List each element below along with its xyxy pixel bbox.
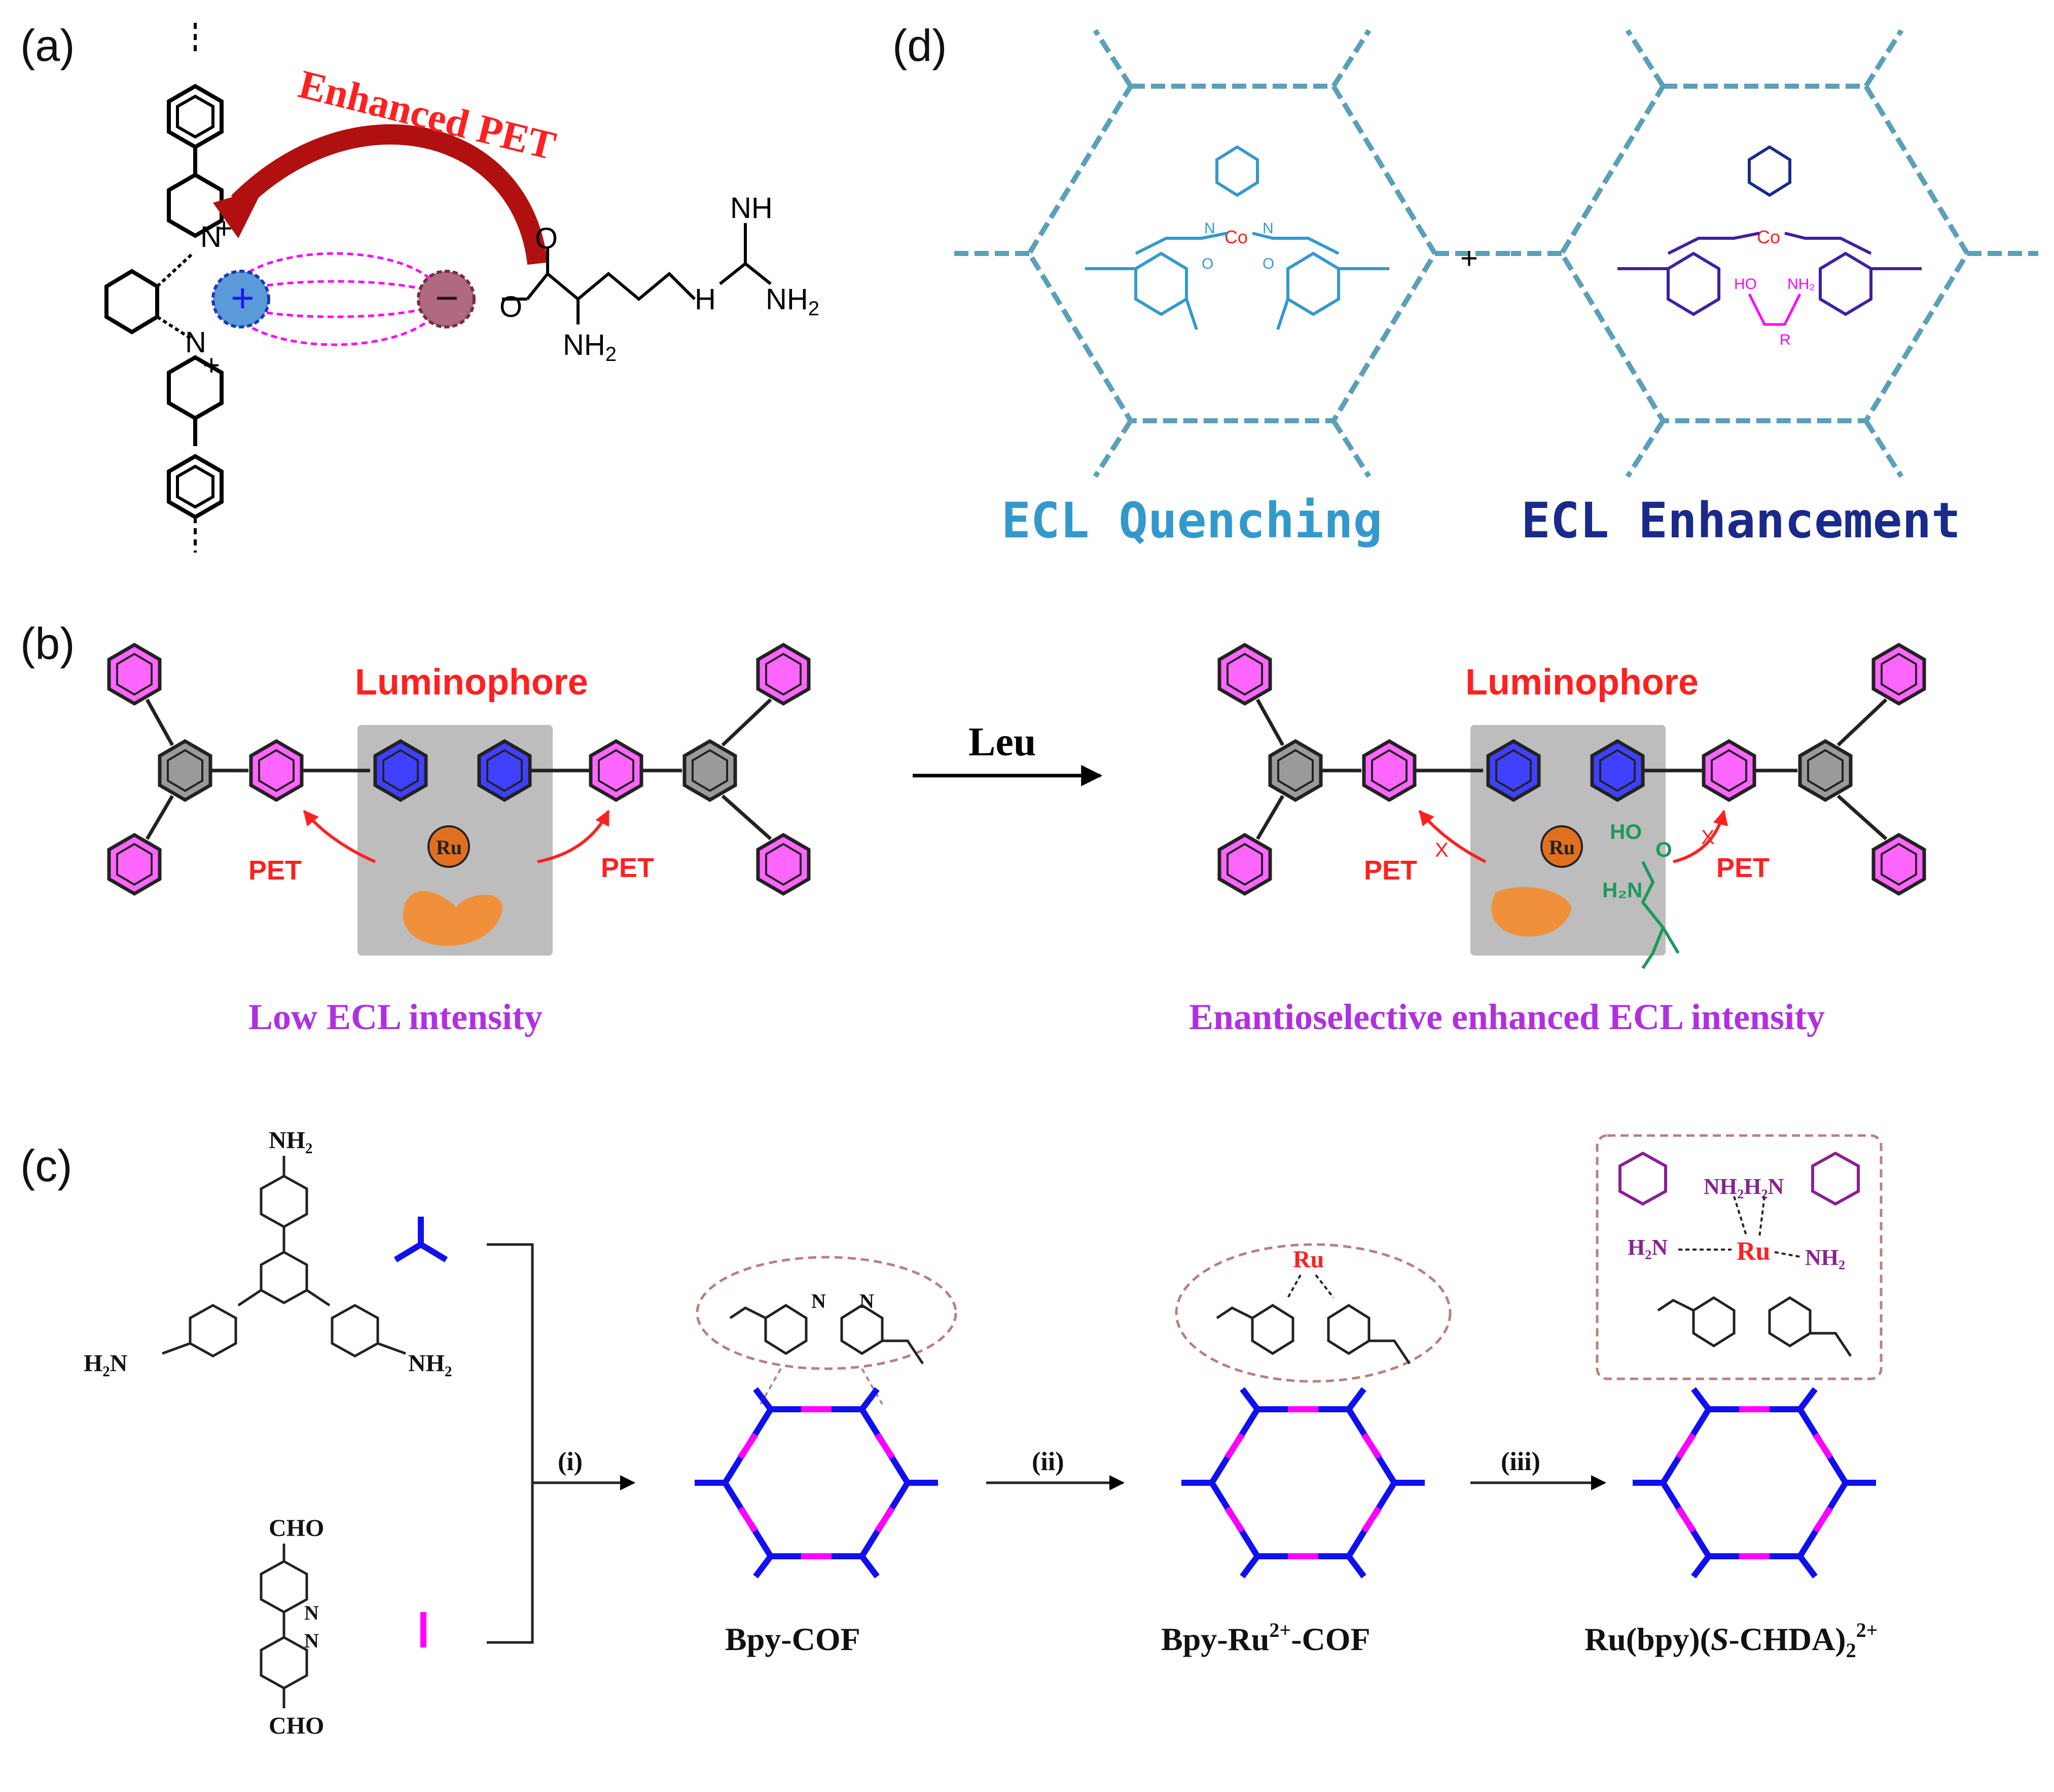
caption-low-ecl: Low ECL intensity xyxy=(248,997,543,1037)
pet-label-right-1: PET xyxy=(1364,855,1417,886)
amino-alcohol-r: R xyxy=(1780,332,1791,348)
pyridinium-n-top: N xyxy=(200,221,222,253)
framework-right: Ru X X PET PET HO O H₂N Luminophore xyxy=(1219,645,1924,969)
positive-charge: + xyxy=(231,275,255,320)
ru-bpy-chda: NH₂H₂N H₂N NH₂ Ru Ru(bpy)(S-C xyxy=(1584,1134,1883,1662)
panel-b-label: (b) xyxy=(20,618,75,669)
carbonyl-o: O xyxy=(535,222,558,255)
amine-top: NH₂ xyxy=(269,1127,312,1154)
chda-h2n: H₂N xyxy=(1628,1235,1668,1260)
cof-hexagon-right: Co HO NH₂ R xyxy=(1511,29,2038,478)
product-ru-bpy-chda: Ru(bpy)(S-CHDA)22+ xyxy=(1584,1619,1878,1662)
cho-bottom: CHO xyxy=(269,1712,324,1739)
step-i: (i) xyxy=(558,1447,583,1476)
cho-top: CHO xyxy=(269,1515,324,1542)
panel-c-label: (c) xyxy=(20,1141,73,1191)
luminophore-label-right: Luminophore xyxy=(1465,662,1699,703)
leu-ho: HO xyxy=(1610,820,1642,844)
ecl-enhancement-caption: ECL Enhancement xyxy=(1521,492,1961,549)
plus-sign: + xyxy=(1460,241,1478,275)
pyridinium-n-bottom: N xyxy=(185,326,206,359)
pet-label-left-1: PET xyxy=(248,855,302,886)
ru-label-c2: Ru xyxy=(1293,1246,1324,1273)
ru-center-right: Ru xyxy=(1549,836,1575,859)
bpy-cof: N N Bpy-COF xyxy=(695,1256,957,1657)
panel-d-label: (d) xyxy=(892,20,947,70)
panel-b: (b) Ru PET xyxy=(20,618,1924,1037)
ru-center-left: Ru xyxy=(436,836,462,859)
leu-h2n: H₂N xyxy=(1602,878,1642,902)
step-ii: (ii) xyxy=(1032,1447,1064,1476)
framework-left: Ru PET PET Luminophore xyxy=(109,645,809,956)
panel-d: (d) Co O O N N + xyxy=(892,20,2038,549)
ecl-quenching-caption: ECL Quenching xyxy=(1001,492,1382,549)
amine-left: H₂N xyxy=(84,1350,128,1377)
amine-right: NH₂ xyxy=(408,1350,452,1377)
pet-label-right-2: PET xyxy=(1716,853,1770,883)
leu-o: O xyxy=(1655,837,1672,861)
bipyridine-dialdehyde: CHO N N CHO xyxy=(260,1515,324,1739)
amino-alcohol-nh2: NH₂ xyxy=(1787,276,1815,292)
guanidine-nh2: NH2 xyxy=(766,283,819,320)
plus-bottom: + xyxy=(203,349,220,382)
amine-nh2: NH2 xyxy=(563,328,617,365)
bpy-n-a: N xyxy=(811,1290,826,1312)
product-bpy-ru-cof: Bpy-Ru2+-COF xyxy=(1161,1619,1371,1657)
product-bpy-cof: Bpy-COF xyxy=(725,1621,860,1657)
guanidine-nh: H xyxy=(695,283,716,316)
panel-c: (c) NH₂ H₂N NH₂ CHO N xyxy=(20,1127,1883,1739)
bpy-n-bottom: N xyxy=(304,1629,319,1652)
salen-n-right: N xyxy=(1263,220,1274,237)
luminophore-label-left: Luminophore xyxy=(355,662,588,703)
ru-label-c3: Ru xyxy=(1737,1237,1770,1266)
guanidine-nh-top: NH xyxy=(730,192,773,225)
blocked-pet-x-right: X xyxy=(1701,826,1715,849)
caption-enhanced-ecl: Enantioselective enhanced ECL intensity xyxy=(1189,997,1825,1037)
panel-a: (a) N + N + + − Enhanced PET O xyxy=(20,20,819,553)
bpy-ru-cof: Ru Bpy-Ru2+-COF xyxy=(1161,1243,1452,1657)
co-center-right: Co xyxy=(1757,227,1780,247)
step-iii: (iii) xyxy=(1501,1447,1540,1476)
triamine-monomer: NH₂ H₂N NH₂ xyxy=(84,1127,452,1377)
bpy-n-top: N xyxy=(304,1601,319,1624)
tripod-symbol xyxy=(393,1217,448,1263)
salen-o-right: O xyxy=(1263,255,1274,272)
cof-hexagon-left: Co O O N N xyxy=(953,29,1511,478)
pet-label-left-2: PET xyxy=(601,853,654,883)
chda-nh2h2n: NH₂H₂N xyxy=(1704,1174,1784,1199)
negative-charge: − xyxy=(435,275,459,320)
reaction-leu: Leu xyxy=(968,720,1036,764)
chda-nh2: NH₂ xyxy=(1805,1245,1845,1270)
salen-o-left: O xyxy=(1202,255,1213,272)
co-center-left: Co xyxy=(1224,227,1248,247)
amino-alcohol-ho: HO xyxy=(1734,276,1757,292)
panel-a-label: (a) xyxy=(20,20,75,70)
carboxylate-o: O xyxy=(499,290,522,323)
salen-n-left: N xyxy=(1204,220,1215,237)
blocked-pet-x-left: X xyxy=(1435,839,1449,861)
